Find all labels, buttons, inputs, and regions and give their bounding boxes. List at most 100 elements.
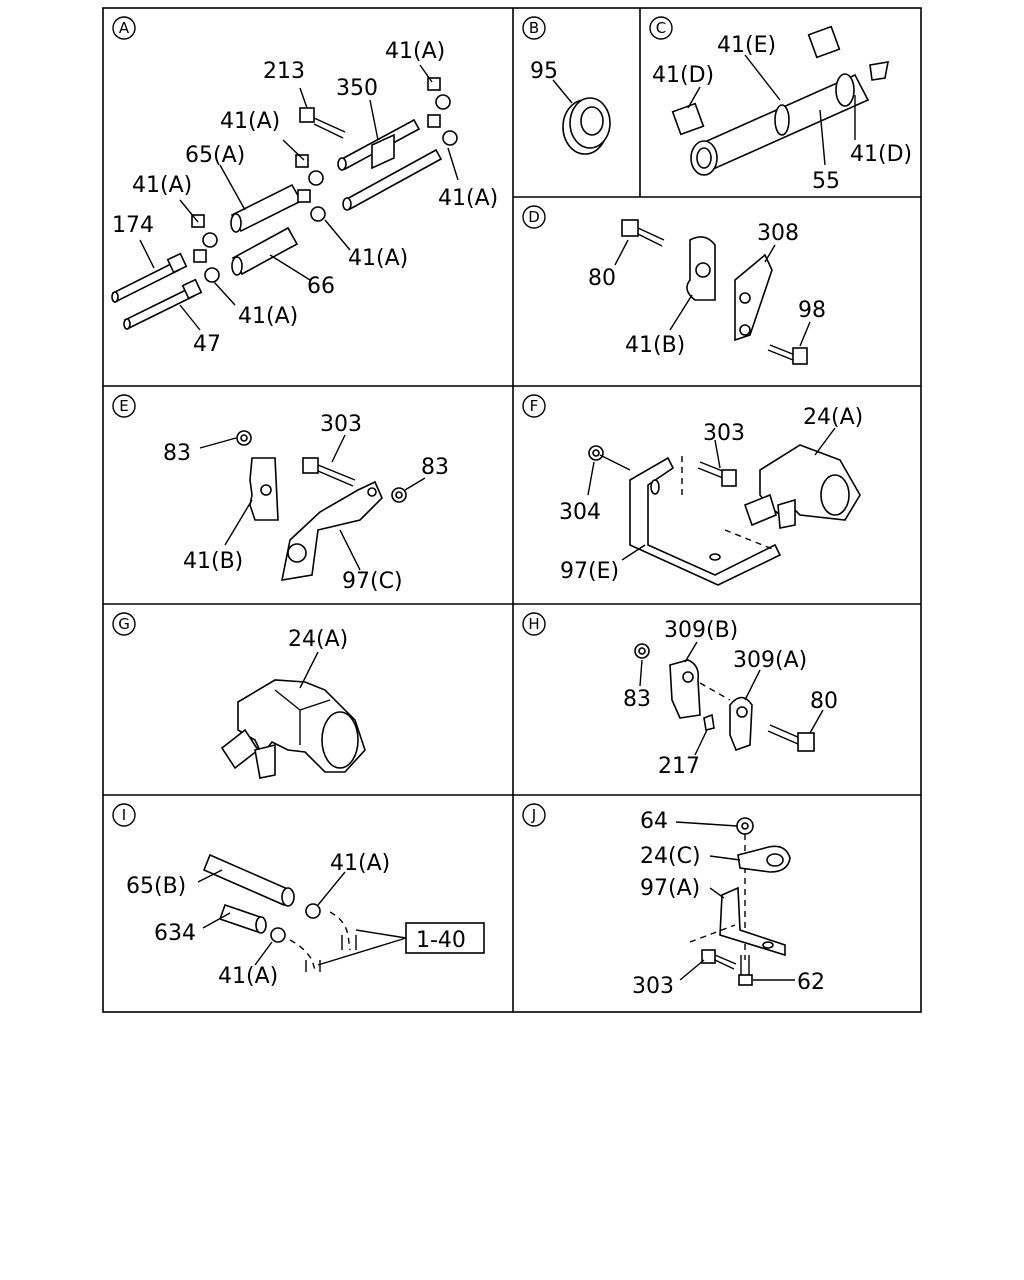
leaders: [199, 434, 426, 571]
leaders: [197, 869, 346, 966]
panel-e: E 83 303 83 41(B) 97(C): [112, 394, 449, 594]
nut-64: [736, 817, 754, 835]
assembly-line: [699, 682, 731, 701]
panel-d: D 308 80 98 41(B): [522, 205, 826, 365]
pipe-174: [111, 252, 188, 303]
callout-83: 83: [623, 687, 651, 712]
callout-41e: 41(E): [717, 33, 776, 58]
bolt-98: [767, 344, 808, 365]
callout-62: 62: [797, 970, 825, 995]
bolt-303: [697, 461, 737, 487]
clamp-309b: [669, 659, 701, 719]
section-badge: H: [522, 612, 546, 636]
section-badge: D: [522, 205, 546, 229]
callout-97e: 97(E): [560, 559, 619, 584]
callout-217: 217: [658, 754, 700, 779]
callout-41d: 41(D): [850, 142, 912, 167]
leaders: [675, 821, 795, 981]
callout-83: 83: [163, 441, 191, 466]
callout-80: 80: [810, 689, 838, 714]
panel-a: A: [111, 16, 498, 357]
panel-f: F 303 24(A) 30: [522, 394, 863, 586]
callout-303: 303: [703, 421, 745, 446]
callout-41a: 41(A): [218, 964, 278, 989]
leaders: [687, 54, 856, 166]
callout-41b: 41(B): [183, 549, 243, 574]
clamp-41a: [270, 903, 321, 943]
callout-65b: 65(B): [126, 874, 186, 899]
callout-634: 634: [154, 921, 196, 946]
callout-47: 47: [193, 332, 221, 357]
hose-634: [218, 903, 267, 934]
panel-grid: [102, 7, 922, 1013]
panel-h: H 309(B) 309(A) 83 80: [522, 612, 838, 779]
connector-24a: [743, 444, 861, 529]
section-badge: F: [522, 394, 546, 418]
leaders: [614, 239, 811, 347]
section-letter: B: [529, 19, 539, 37]
leaders: [139, 64, 459, 331]
pipe-upper: [337, 118, 421, 171]
section-letter: J: [531, 806, 536, 824]
callout-309a: 309(A): [733, 648, 807, 673]
connector-24a: [220, 679, 366, 779]
section-badge: C: [649, 16, 673, 40]
callout-41a: 41(A): [385, 39, 445, 64]
callout-41a: 41(A): [330, 851, 390, 876]
panel-c: C 41(E) 41(D) 41(D) 55: [649, 16, 912, 194]
callout-80: 80: [588, 266, 616, 291]
clip-24c: [737, 845, 791, 873]
bolt-80: [767, 724, 815, 752]
panel-i: I 41(A): [112, 803, 485, 989]
clamp-309a: [729, 696, 753, 752]
clamp-41b: [686, 236, 716, 301]
section-letter: E: [119, 397, 128, 415]
clamp-41a: [191, 77, 458, 283]
nut-83: [634, 643, 650, 659]
callout-350: 350: [336, 76, 378, 101]
section-letter: I: [122, 806, 126, 824]
callout-304: 304: [559, 500, 601, 525]
callout-55: 55: [812, 169, 840, 194]
callout-98: 98: [798, 298, 826, 323]
callout-308: 308: [757, 221, 799, 246]
hose-65a: [230, 183, 303, 233]
callout-83: 83: [421, 455, 449, 480]
callout-41a: 41(A): [132, 173, 192, 198]
pipe-47: [123, 278, 203, 330]
bracket-97c: [280, 480, 383, 581]
section-letter: F: [530, 397, 539, 415]
callout-97c: 97(C): [342, 569, 403, 594]
bolt-80: [621, 219, 665, 247]
section-letter: H: [528, 615, 539, 633]
leaders: [639, 641, 824, 756]
grommet-95: [552, 79, 611, 155]
pipe-ref: [289, 911, 357, 972]
callout-97a: 97(A): [640, 876, 700, 901]
callout-24a: 24(A): [288, 627, 348, 652]
callout-64: 64: [640, 809, 668, 834]
clamp-41d: [671, 25, 889, 136]
callout-174: 174: [112, 213, 154, 238]
clip-217: [703, 713, 715, 731]
callout-213: 213: [263, 59, 305, 84]
callout-24c: 24(C): [640, 844, 701, 869]
callout-303: 303: [632, 974, 674, 999]
reference-box: [317, 922, 485, 966]
callout-65a: 65(A): [185, 143, 245, 168]
section-badge: A: [112, 16, 136, 40]
section-badge: B: [522, 16, 546, 40]
bracket-308: [734, 253, 773, 342]
callout-66: 66: [307, 274, 335, 299]
callout-303: 303: [320, 412, 362, 437]
callout-309b: 309(B): [664, 618, 738, 643]
hose-55: [690, 73, 870, 176]
callout-41d: 41(D): [652, 63, 714, 88]
section-letter: G: [118, 615, 130, 633]
callout-41a: 41(A): [348, 246, 408, 271]
callout-ref-1-40: 1-40: [416, 928, 466, 953]
bracket-97e: [629, 456, 782, 586]
section-badge: J: [522, 803, 546, 827]
callout-24a: 24(A): [803, 405, 863, 430]
